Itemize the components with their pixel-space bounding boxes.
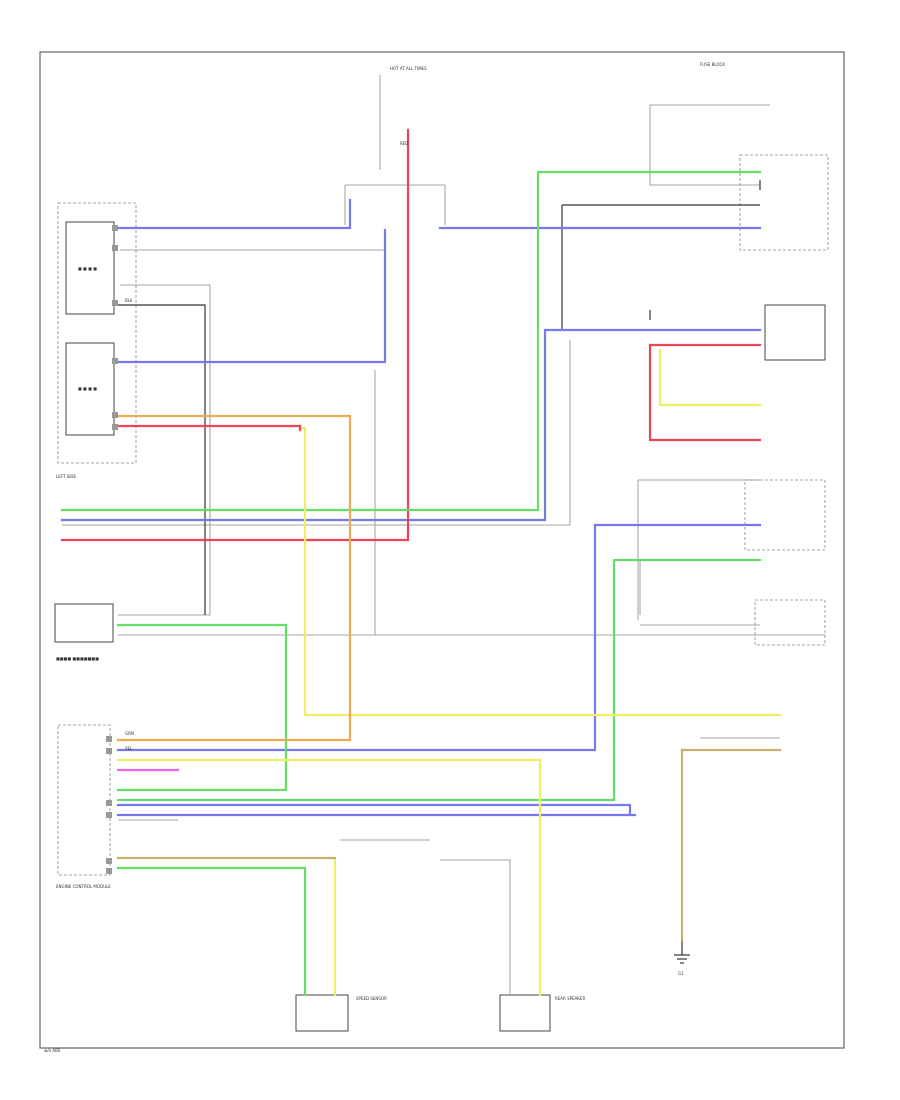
wire-tags: BLK GRN YEL RED: [124, 141, 408, 751]
wire-tag-yel: YEL: [124, 746, 133, 751]
wire-orange-18: [116, 414, 352, 742]
wire-green-12: [116, 558, 762, 802]
wire-green-13: [116, 866, 307, 997]
wire-green-10: [60, 170, 762, 512]
ecm-label: ENGINE CONTROL MODULE: [56, 884, 111, 889]
black-wires: [118, 180, 761, 615]
mid-left-component-label: ■■■■ ■■■■■■■: [56, 656, 99, 661]
ground-label: G1: [678, 971, 684, 976]
wire-red-8: [648, 343, 762, 442]
lower-sensor-box: [65, 342, 115, 436]
right-module-box: [764, 304, 826, 361]
wire-red-19: [116, 424, 302, 432]
ground-symbol: [674, 940, 690, 964]
upper-sensor-box: [65, 221, 115, 315]
wire-blue-4: [116, 523, 762, 752]
wire-red-7: [60, 128, 410, 542]
wire-tag-red: RED: [400, 141, 408, 146]
wire-yellow-15: [116, 758, 542, 997]
wire-yellow-16: [658, 348, 762, 407]
left-module-outline: [57, 202, 137, 464]
colored-wires: [60, 128, 782, 997]
ecm-outline: [57, 724, 111, 876]
right-lower-connector: [754, 599, 826, 646]
rear-speaker-box: [499, 994, 551, 1032]
wire-tag-blk: BLK: [125, 298, 133, 303]
fuse-block-label: FUSE BLOCK: [700, 62, 725, 67]
speed-sensor-label: SPEED SENSOR: [356, 996, 387, 1001]
lower-box-label: ■ ■ ■ ■: [78, 386, 97, 391]
right-switch-outline: [744, 479, 826, 551]
hot-at-all-times-label: HOT AT ALL TIMES: [390, 66, 427, 71]
speed-sensor-box: [295, 994, 349, 1032]
wire-tag-grn: GRN: [125, 731, 134, 736]
connector-pins: [106, 225, 118, 874]
rear-speaker-label: REAR SPEAKER: [555, 996, 585, 1001]
wire-yellow-14: [298, 426, 782, 717]
wire-blue-0: [116, 198, 352, 230]
right-top-connector: [739, 154, 829, 251]
wire-blue-2: [116, 228, 387, 364]
left-side-label: LEFT SIDE: [56, 474, 77, 479]
diagram-frame: [39, 51, 845, 1049]
wire-blue-5: [116, 803, 632, 817]
page-code: w/o ABS: [44, 1048, 61, 1053]
wire-blue-3: [60, 328, 762, 522]
mid-left-component: [54, 603, 114, 643]
wire-green-11: [116, 623, 288, 792]
upper-box-label: ■ ■ ■ ■: [78, 266, 97, 271]
